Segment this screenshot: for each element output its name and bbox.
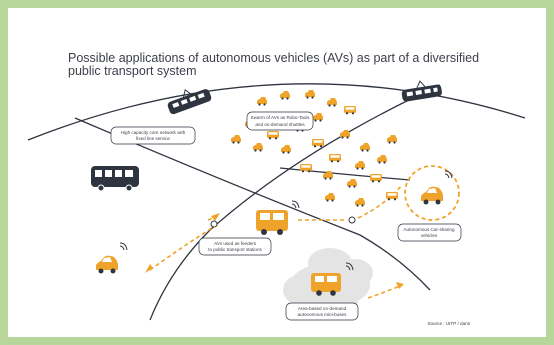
label-swarm-line-1: Swarm of AVs as Robo-Taxis [251,115,311,120]
tram-icon [167,88,212,115]
arrow-head [211,213,220,221]
label-car-sharing: Autonomous Car-sharing vehicles [397,223,462,242]
label-mini-buses-line-2: autonomous mini-buses [298,312,347,317]
car-sharing-car-icon [421,186,443,205]
car-icon [96,255,118,274]
flow-arrow-car-sharing [357,184,403,219]
title-line-2: public transport system [68,64,197,78]
wifi-signal-icon [444,170,453,179]
label-core-network-line-2: fixed line service [136,136,170,141]
label-mini-buses-line-1: Area-based on-demand [298,306,347,311]
label-car-sharing-line-1: Autonomous Car-sharing [403,227,455,232]
label-mini-buses: Area-based on-demand autonomous mini-bus… [285,302,359,321]
rail-line-branch [279,167,411,181]
label-swarm-line-2: and on-demand shuttles [255,122,305,127]
car-sharing-zone [404,165,460,221]
feeder-bus-icon [256,210,288,235]
rail-line-left [74,117,431,291]
flow-arrow-minibus [367,285,401,299]
label-feeders-line-2: to public transport stations [208,247,262,252]
rail-line-right [149,84,441,321]
av-swarm [231,90,398,207]
tram-icon [401,80,442,102]
wifi-signal-icon [119,242,128,251]
wifi-signal-icon [291,200,300,209]
bus-icon [91,166,139,192]
station-node-icon [348,216,356,224]
label-car-sharing-line-2: vehicles [421,233,438,238]
label-swarm: Swarm of AVs as Robo-Taxis and on-demand… [246,111,314,131]
page-title: Possible applications of autonomous vehi… [68,52,508,78]
label-core-network: High capacity core network with fixed li… [110,126,196,145]
label-feeders-line-1: AVs used as feeders [214,241,257,246]
arrow-head [145,264,153,273]
mini-bus-icon [311,273,341,296]
label-feeders: AVs used as feeders to public transport … [198,237,272,256]
rail-line-arc [27,83,526,141]
source-note: Source : UITP / dans [427,321,470,326]
flow-arrow-feeder-left [149,225,216,271]
title-line-1: Possible applications of autonomous vehi… [68,51,480,65]
arrow-head [396,282,404,289]
label-core-network-line-1: High capacity core network with [121,130,186,135]
